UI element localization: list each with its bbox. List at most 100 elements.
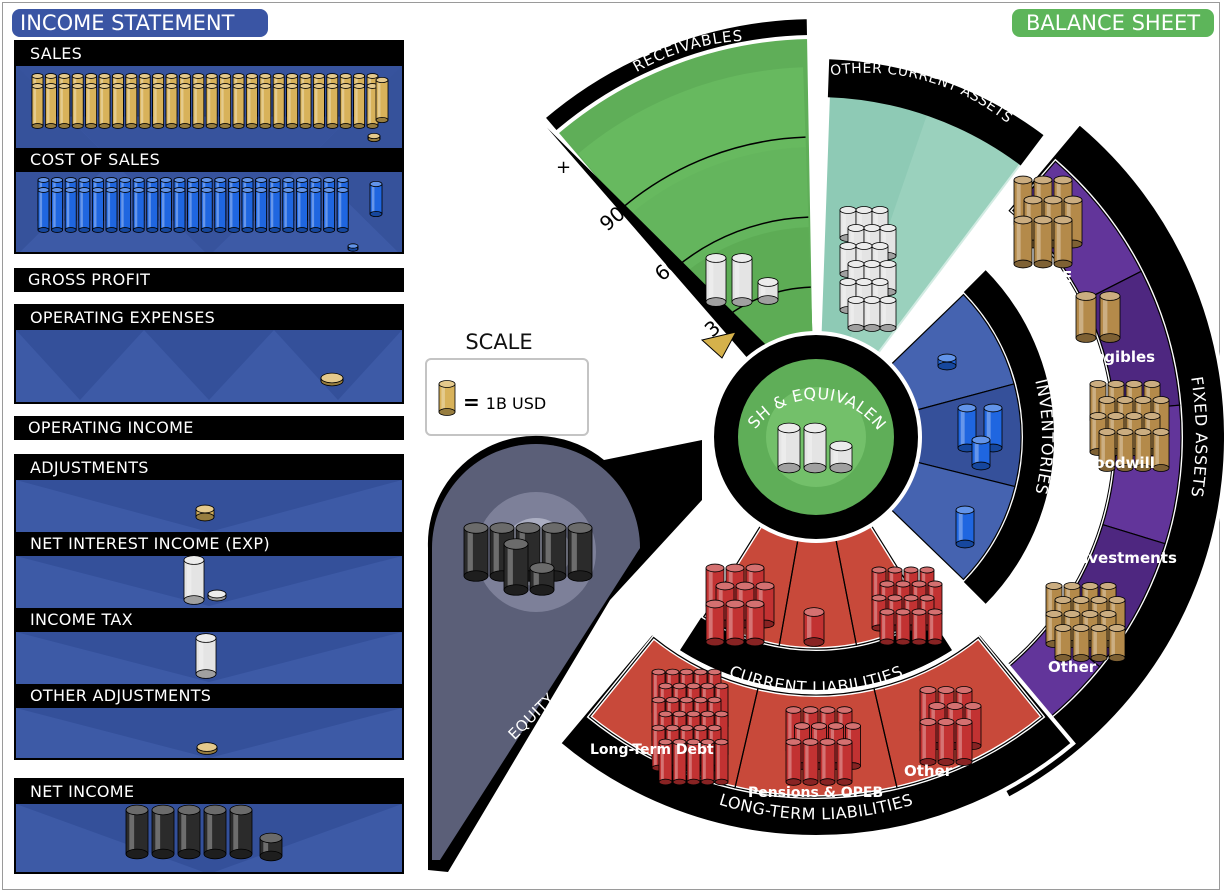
blue-coin-icon [336, 187, 349, 233]
operating-expenses-panel: OPERATING EXPENSES [14, 304, 404, 404]
blue-coin-icon [37, 187, 50, 233]
black-coin-icon [463, 522, 489, 582]
ppe-label: PPE [1040, 268, 1072, 286]
blue-coin-icon [255, 187, 268, 233]
blue-coin-icon [955, 505, 975, 549]
red-coin-icon [785, 738, 802, 786]
gold-coin-icon [205, 83, 218, 129]
silver-coin-icon [863, 296, 881, 332]
sales-coins [31, 73, 389, 143]
silver-coin-icon [803, 422, 827, 474]
red-coin-icon [895, 608, 911, 646]
sales-label: SALES [16, 42, 402, 66]
scale-legend: = 1B USD [425, 358, 589, 436]
blue-coin-icon [369, 180, 383, 218]
red-coin-icon [911, 608, 927, 646]
intangibles-label: Intangibles [1060, 348, 1155, 366]
blue-coin-icon [119, 187, 131, 233]
gold-coin-icon [192, 83, 205, 129]
bronze-coin-icon [1075, 291, 1097, 343]
gold-coin-icon [138, 83, 151, 129]
gold-coin-icon [375, 76, 389, 124]
adjustments-panel: ADJUSTMENTS NET INTEREST INCOME (EXP) IN… [14, 454, 404, 760]
black-coin-icon [229, 804, 253, 860]
bronze-coin-icon [1099, 291, 1121, 343]
dso-arc [622, 136, 806, 208]
investments-label: Investments [1072, 549, 1177, 567]
silver-coin-icon [829, 440, 853, 474]
net-income-coins [125, 804, 283, 862]
cost-of-sales-coins [37, 177, 383, 252]
adjustments-coins [183, 504, 227, 755]
red-coin-icon [714, 738, 729, 786]
silver-coin-icon [847, 296, 865, 332]
gold-coin-icon [85, 83, 97, 129]
gold-coin-icon [165, 83, 178, 129]
fixed-other-label: Other [1048, 658, 1097, 676]
black-coin-icon [125, 804, 149, 860]
scale-unit: 1B USD [485, 394, 547, 413]
blue-coin-icon [347, 243, 359, 252]
gold-coin-icon [259, 83, 272, 129]
blue-coin-icon [132, 187, 145, 233]
blue-coin-icon [937, 353, 957, 371]
red-coin-icon [745, 599, 765, 647]
gold-coin-icon [178, 83, 191, 129]
gold-coin-icon [31, 83, 44, 129]
silver-coin-icon [207, 589, 227, 602]
red-coin-icon [879, 608, 895, 646]
blue-coin-icon [146, 187, 159, 233]
blue-coin-icon [105, 187, 118, 233]
silver-coin-icon [757, 277, 779, 305]
black-coin-icon [567, 522, 593, 582]
operating-income-label: OPERATING INCOME [14, 416, 404, 440]
silver-coin-icon [879, 296, 897, 332]
blue-coin-icon [295, 187, 308, 233]
gold-coin-icon [366, 83, 379, 129]
blue-coin-icon [200, 187, 213, 233]
gold-coin-icon [339, 83, 352, 129]
gold-coin-icon [195, 504, 215, 522]
blue-coin-icon [92, 187, 104, 233]
gold-coin-icon [196, 742, 218, 755]
other-adjustments-label: OTHER ADJUSTMENTS [16, 684, 402, 708]
net-income-label: NET INCOME [16, 780, 402, 804]
red-coin-icon [705, 599, 725, 647]
sales-panel: SALES COST OF SALES [14, 40, 404, 254]
bronze-coin-icon [1033, 215, 1053, 269]
red-coin-icon [919, 718, 937, 766]
blue-coin-icon [323, 187, 336, 233]
red-coin-icon [927, 608, 943, 646]
blue-coin-icon [173, 187, 186, 233]
gold-coin-icon [367, 132, 381, 143]
red-coin-icon [803, 607, 825, 647]
scale-text: = 1B USD [463, 390, 546, 414]
gold-coin-icon [438, 380, 456, 416]
bronze-coin-icon [1013, 215, 1033, 269]
blue-coin-icon [214, 187, 227, 233]
balance-sheet-header: BALANCE SHEET [1012, 9, 1214, 37]
blue-coin-icon [159, 187, 172, 233]
black-coin-icon [177, 804, 201, 860]
gold-coin-icon [152, 83, 165, 129]
black-coin-icon [529, 562, 555, 596]
gold-coin-icon [353, 83, 366, 129]
red-coin-icon [700, 738, 715, 786]
oca-label-band [827, 59, 1044, 166]
silver-coin-icon [705, 253, 727, 307]
blue-coin-icon [309, 187, 322, 233]
dso-marker [700, 331, 737, 359]
ltl-other-label: Other [904, 762, 953, 780]
gold-coin-icon [312, 83, 325, 129]
net-income-panel: NET INCOME [14, 778, 404, 874]
blue-coin-icon [78, 187, 91, 233]
red-coin-icon [836, 738, 853, 786]
blue-coin-icon [241, 187, 254, 233]
gold-coin-icon [219, 83, 232, 129]
scale-title: SCALE [465, 330, 533, 354]
scale-equals: = [463, 390, 480, 414]
red-coin-icon [725, 599, 745, 647]
scale-coin-icon [438, 380, 456, 416]
bronze-coin-icon [1090, 624, 1108, 662]
bronze-coin-icon [1098, 428, 1116, 472]
